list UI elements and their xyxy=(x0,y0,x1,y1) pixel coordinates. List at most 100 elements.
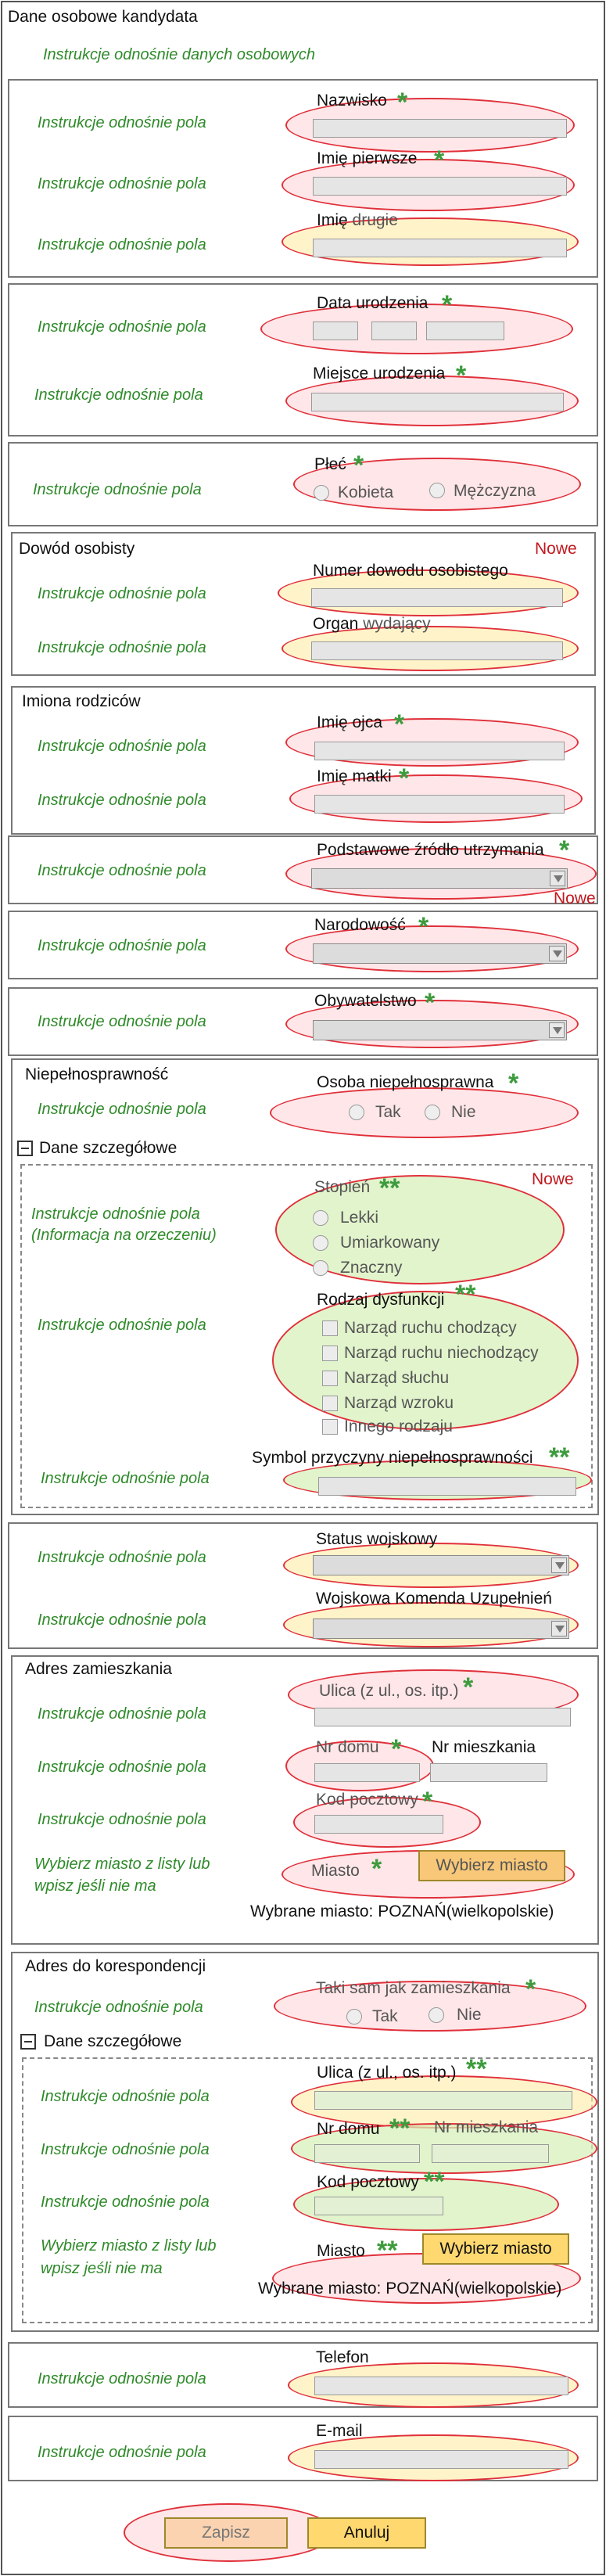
birth-place-input[interactable] xyxy=(311,393,564,411)
required-star: ** xyxy=(455,1280,476,1310)
residence-city-instruction: Wybierz miasto z listy lub xyxy=(34,1856,210,1873)
residence-flat-input[interactable] xyxy=(430,1763,547,1782)
first-name-input[interactable] xyxy=(313,177,567,196)
residence-house-label: Nr domu xyxy=(316,1738,379,1756)
degree-label: Stopień xyxy=(314,1178,371,1196)
required-star: * xyxy=(456,361,467,390)
dysfunction-option-checkbox[interactable] xyxy=(322,1345,338,1361)
required-star: * xyxy=(394,710,405,739)
chevron-down-icon[interactable] xyxy=(549,946,565,961)
required-star: * xyxy=(442,290,453,320)
corr-city-instruction-2: wpisz jeśli nie ma xyxy=(41,2260,163,2277)
cancel-button[interactable]: Anuluj xyxy=(307,2517,426,2549)
birth-month-input[interactable] xyxy=(371,322,417,340)
required-star: ** xyxy=(549,1442,570,1472)
corr-street-instruction: Instrukcje odnośnie pola xyxy=(41,2088,210,2105)
father-input[interactable] xyxy=(314,742,565,760)
surname-input[interactable] xyxy=(313,119,567,138)
military-office-select[interactable] xyxy=(313,1619,569,1639)
degree-option-label: Znaczny xyxy=(340,1259,403,1277)
birth-date-instruction: Instrukcje odnośnie pola xyxy=(38,318,206,336)
corr-choose-city-button[interactable]: Wybierz miasto xyxy=(422,2233,569,2265)
cause-symbol-input[interactable] xyxy=(318,1477,576,1496)
corr-selected-city: Wybrane miasto: POZNAŃ(wielkopolskie) xyxy=(258,2280,562,2298)
residence-house-input[interactable] xyxy=(314,1763,420,1782)
nationality-select[interactable] xyxy=(313,943,567,964)
nationality-label: Narodowość xyxy=(314,916,406,934)
residence-street-input[interactable] xyxy=(314,1708,571,1726)
residence-street-label: Ulica (z ul., os. itp.) xyxy=(319,1682,459,1700)
collapse-icon[interactable] xyxy=(17,1141,33,1156)
corr-house-instruction: Instrukcje odnośnie pola xyxy=(41,2141,210,2158)
degree-option-radio[interactable] xyxy=(313,1210,328,1226)
cause-symbol-label: Symbol przyczyny niepełnosprawności xyxy=(252,1449,533,1467)
form-title: Dane osobowe kandydata xyxy=(8,8,198,26)
birth-place-label: Miejsce urodzenia xyxy=(313,365,446,383)
chevron-down-icon[interactable] xyxy=(551,1557,567,1573)
required-star: ** xyxy=(377,2236,398,2265)
income-select[interactable] xyxy=(311,868,568,889)
military-office-label: Wojskowa Komenda Uzupełnień xyxy=(316,1590,552,1608)
dysfunction-option-label: Innego rodzaju xyxy=(344,1417,453,1435)
phone-input[interactable] xyxy=(314,2377,568,2395)
surname-instruction: Instrukcje odnośnie pola xyxy=(38,114,206,131)
phone-label: Telefon xyxy=(316,2348,369,2366)
disability-no-radio[interactable] xyxy=(425,1105,440,1120)
birth-year-input[interactable] xyxy=(426,322,504,340)
same-as-yes-radio[interactable] xyxy=(346,2009,362,2025)
dysfunction-option-checkbox[interactable] xyxy=(322,1371,338,1386)
same-as-label: Taki sam jak zamieszkania xyxy=(316,1979,511,1997)
disability-details-container xyxy=(20,1164,593,1508)
dysfunction-option-checkbox[interactable] xyxy=(322,1396,338,1411)
degree-option-radio[interactable] xyxy=(313,1260,328,1276)
details-toggle-label[interactable]: Dane szczegółowe xyxy=(39,1139,177,1157)
second-name-input[interactable] xyxy=(313,239,567,257)
chevron-down-icon[interactable] xyxy=(549,1022,565,1038)
corr-city-label: Miasto xyxy=(317,2242,365,2260)
mother-input[interactable] xyxy=(314,795,565,814)
same-as-highlight xyxy=(274,1981,586,2032)
citizenship-select[interactable] xyxy=(313,1020,567,1040)
corr-flat-input[interactable] xyxy=(432,2144,549,2163)
required-star: ** xyxy=(424,2167,445,2197)
same-as-no-radio[interactable] xyxy=(429,2007,444,2023)
second-name-instruction: Instrukcje odnośnie pola xyxy=(38,236,206,253)
disability-yes-radio[interactable] xyxy=(349,1105,364,1120)
disability-question-instruction: Instrukcje odnośnie pola xyxy=(38,1101,206,1118)
surname-label: Nazwisko xyxy=(317,92,387,110)
father-instruction: Instrukcje odnośnie pola xyxy=(38,738,206,755)
residence-postal-label: Kod pocztowy xyxy=(316,1791,418,1809)
residence-house-instruction: Instrukcje odnośnie pola xyxy=(38,1759,206,1776)
chevron-down-icon[interactable] xyxy=(550,871,565,886)
residence-choose-city-button[interactable]: Wybierz miasto xyxy=(418,1850,565,1881)
gender-male-radio[interactable] xyxy=(429,483,445,498)
residence-selected-city: Wybrane miasto: POZNAŃ(wielkopolskie) xyxy=(250,1902,554,1920)
military-status-label: Status wojskowy xyxy=(316,1530,438,1548)
disability-question-highlight xyxy=(270,1087,579,1138)
military-status-select[interactable] xyxy=(313,1555,569,1575)
degree-instruction-note: (Informacja na orzeczeniu) xyxy=(31,1227,217,1244)
dysfunction-option-checkbox[interactable] xyxy=(322,1419,338,1435)
corr-house-input[interactable] xyxy=(314,2144,420,2163)
birth-place-instruction: Instrukcje odnośnie pola xyxy=(34,386,203,404)
required-star: * xyxy=(559,835,570,865)
degree-option-radio[interactable] xyxy=(313,1235,328,1251)
same-as-no-label: Nie xyxy=(457,2006,482,2024)
dysfunction-option-checkbox[interactable] xyxy=(322,1320,338,1336)
collapse-icon[interactable] xyxy=(20,2034,36,2050)
required-star: * xyxy=(391,1734,402,1764)
corr-street-input[interactable] xyxy=(314,2091,572,2110)
id-number-input[interactable] xyxy=(311,588,563,607)
birth-day-input[interactable] xyxy=(313,322,358,340)
correspondence-details-container xyxy=(22,2057,593,2323)
residence-postal-input[interactable] xyxy=(314,1815,443,1834)
email-input[interactable] xyxy=(314,2450,568,2469)
correspondence-details-toggle[interactable]: Dane szczegółowe xyxy=(44,2032,182,2050)
chevron-down-icon[interactable] xyxy=(551,1621,567,1636)
id-issuer-input[interactable] xyxy=(311,641,563,660)
save-button[interactable]: Zapisz xyxy=(164,2517,288,2549)
corr-postal-input[interactable] xyxy=(314,2197,443,2215)
degree-option-label: Lekki xyxy=(340,1209,379,1227)
gender-female-radio[interactable] xyxy=(314,485,329,501)
